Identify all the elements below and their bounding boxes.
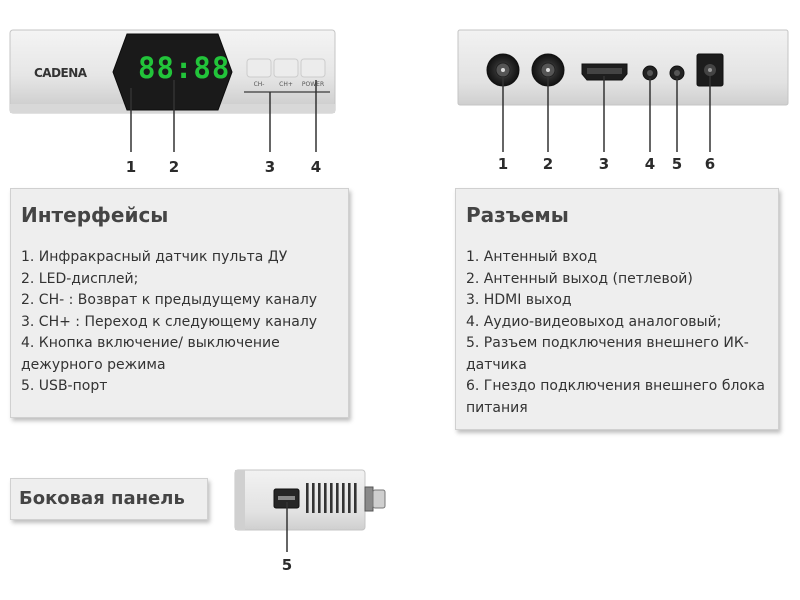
connectors-list: 1. Антенный вход 2. Антенный выход (петл… <box>466 247 765 419</box>
list-item: 2. CH- : Возврат к предыдущему каналу <box>21 292 318 308</box>
interfaces-panel: Интерфейсы 1. Инфракрасный датчик пульта… <box>10 188 349 418</box>
front-callout-4: 4 <box>310 158 322 176</box>
ch-minus-button <box>246 58 272 78</box>
rear-callout-6: 6 <box>704 155 716 173</box>
side-panel-label-box: Боковая панель <box>10 478 208 520</box>
interfaces-title: Интерфейсы <box>21 203 169 227</box>
brand-logo: CADENA <box>34 66 87 80</box>
rear-device <box>457 29 789 106</box>
list-item: 4. Кнопка включение/ выключение <box>21 335 280 351</box>
rear-leader-lines <box>502 76 711 152</box>
display-window <box>112 33 233 111</box>
led-display: 88:88 <box>138 51 231 85</box>
side-device <box>234 469 386 531</box>
front-device <box>9 29 336 114</box>
rear-callout-1: 1 <box>497 155 509 173</box>
list-item: 3. CH+ : Переход к следующему каналу <box>21 313 318 330</box>
connectors-panel: Разъемы 1. Антенный вход 2. Антенный вых… <box>455 188 779 430</box>
front-callout-3: 3 <box>264 158 276 176</box>
front-callout-1: 1 <box>125 158 137 176</box>
connectors-title: Разъемы <box>466 203 569 227</box>
side-callout-5: 5 <box>281 556 293 574</box>
list-item: 5. USB-порт <box>21 378 108 394</box>
rear-callout-5: 5 <box>671 155 683 173</box>
power-button <box>300 58 326 78</box>
list-item: датчика <box>466 356 527 373</box>
rear-callout-2: 2 <box>542 155 554 173</box>
ch-plus-label: CH+ <box>279 81 293 88</box>
list-item: 3. HDMI выход <box>466 292 572 308</box>
power-label: POWER <box>301 81 325 88</box>
list-item: 1. Инфракрасный датчик пульта ДУ <box>21 249 288 265</box>
list-item: 1. Антенный вход <box>466 249 597 265</box>
rear-callout-3: 3 <box>598 155 610 173</box>
interfaces-list: 1. Инфракрасный датчик пульта ДУ 2. LED-… <box>21 247 317 398</box>
rear-callout-4: 4 <box>644 155 656 173</box>
list-item: дежурного режима <box>21 356 166 373</box>
ch-plus-button <box>273 58 299 78</box>
front-leader-lines <box>130 80 317 152</box>
list-item: 2. LED-дисплей; <box>21 270 139 287</box>
list-item: 5. Разъем подключения внешнего ИК- <box>466 335 749 351</box>
list-item: 4. Аудио-видеовыход аналоговый; <box>466 313 722 330</box>
side-panel-label: Боковая панель <box>19 488 185 509</box>
list-item: питания <box>466 399 528 416</box>
ch-minus-label: CH- <box>253 81 265 88</box>
front-callout-2: 2 <box>168 158 180 176</box>
list-item: 6. Гнездо подключения внешнего блока <box>466 378 765 394</box>
list-item: 2. Антенный выход (петлевой) <box>466 270 693 287</box>
